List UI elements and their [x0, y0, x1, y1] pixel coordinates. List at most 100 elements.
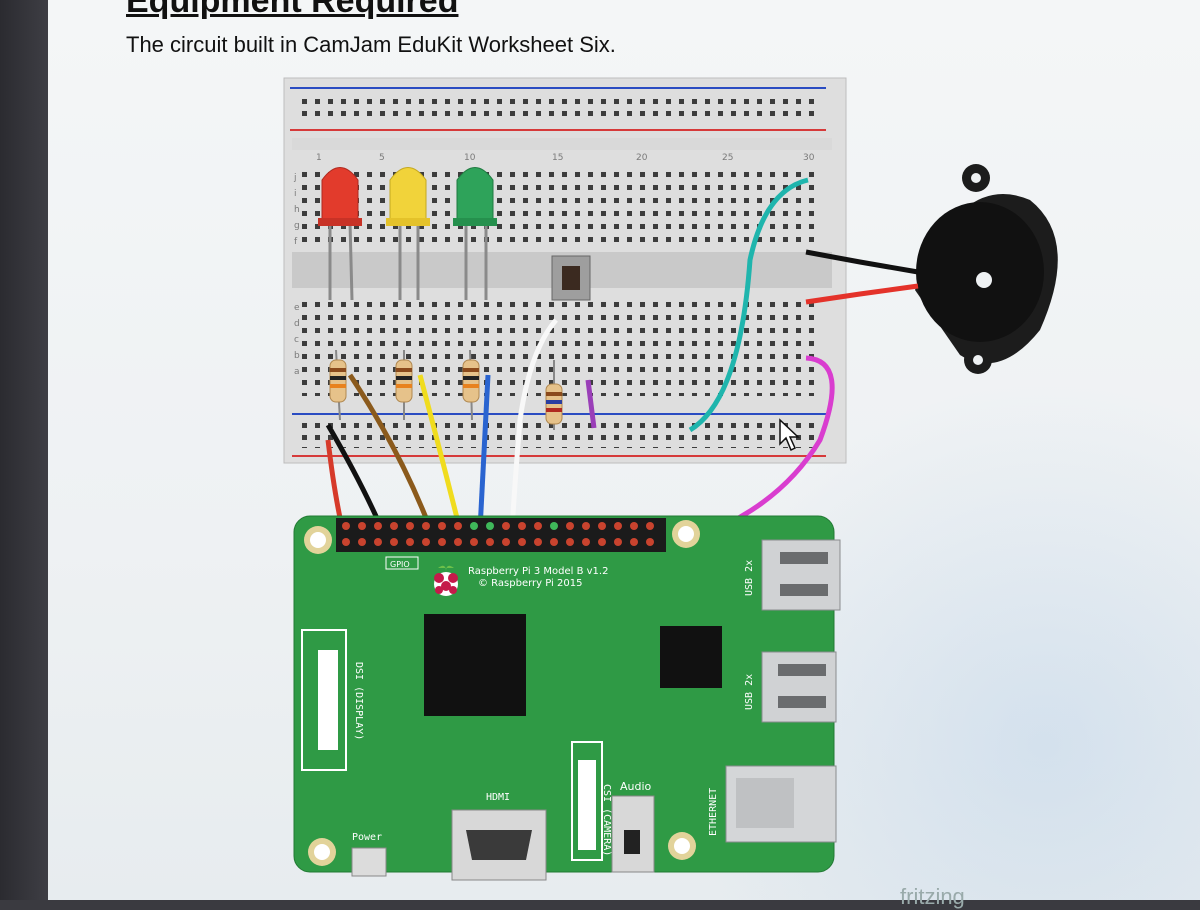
gpio-pin [358, 538, 366, 546]
terminal-holes-bottom [300, 296, 820, 396]
gpio-pin [534, 522, 542, 530]
wire-blue [477, 374, 491, 531]
mouse-cursor-icon [779, 418, 800, 452]
fritzing-watermark: fritzing [900, 884, 965, 909]
gpio-pin [550, 522, 558, 530]
ethernet-port [725, 765, 837, 843]
usb-port-top [761, 539, 841, 611]
terminal-holes-top [300, 170, 820, 248]
gpio-pin [582, 538, 590, 546]
gpio-pin [614, 522, 622, 530]
power-label: Power [352, 832, 382, 843]
wire-yellow [417, 374, 463, 531]
gpio-pin [374, 538, 382, 546]
soc-chip [424, 614, 526, 716]
csi-connector [571, 741, 603, 861]
gpio-pin [454, 522, 462, 530]
column-number: 10 [464, 153, 476, 163]
column-number: 15 [552, 153, 563, 163]
column-number: 5 [379, 153, 385, 163]
gpio-pin [374, 522, 382, 530]
gpio-pin [566, 538, 574, 546]
gpio-pin [470, 522, 478, 530]
row-letter: d [294, 319, 300, 329]
wire-white [509, 318, 558, 531]
row-letter: e [294, 303, 300, 313]
push-button [551, 255, 591, 301]
usb-lan-chip [660, 626, 722, 688]
raspberry-pi-logo [434, 565, 458, 596]
gpio-pin [598, 538, 606, 546]
board-copyright-text: © Raspberry Pi 2015 [478, 578, 582, 589]
row-letter: j [293, 173, 297, 183]
gpio-pin [502, 538, 510, 546]
hdmi-label: HDMI [486, 792, 510, 803]
gpio-pin [406, 522, 414, 530]
gpio-pin [342, 522, 350, 530]
gpio-pin [486, 522, 494, 530]
usb-port-bottom [761, 651, 837, 723]
power-rail-holes-top [300, 92, 820, 116]
gpio-pin [646, 522, 654, 530]
section-heading: Equipment Required [126, 0, 459, 20]
dsi-connector [301, 629, 347, 771]
power-port [351, 847, 387, 877]
row-letter: g [294, 221, 300, 231]
dsi-label: DSI (DISPLAY) [353, 662, 364, 740]
wire-black [325, 423, 383, 527]
board-model-text: Raspberry Pi 3 Model B v1.2 [468, 566, 608, 577]
column-number: 25 [722, 153, 733, 163]
gpio-pin [598, 522, 606, 530]
gpio-pin [534, 538, 542, 546]
gpio-pin [422, 522, 430, 530]
gpio-pin [438, 538, 446, 546]
gpio-pin [582, 522, 590, 530]
gpio-pin [342, 538, 350, 546]
csi-label: CSI (CAMERA) [601, 784, 612, 856]
resistor-4 [545, 360, 563, 430]
led-green [453, 167, 497, 300]
gpio-pin [406, 538, 414, 546]
led-yellow [386, 167, 430, 300]
column-number: 30 [803, 153, 815, 163]
wire-purple-jumper [585, 379, 597, 429]
gpio-pin [438, 522, 446, 530]
row-letter: c [294, 335, 299, 345]
gpio-pin [422, 538, 430, 546]
row-letter: b [294, 351, 300, 361]
row-letter: f [294, 237, 298, 247]
figure-caption: The circuit built in CamJam EduKit Works… [126, 32, 616, 57]
gpio-pin [518, 522, 526, 530]
gpio-pin [518, 538, 526, 546]
gpio-pin [470, 538, 478, 546]
gpio-label: GPIO [390, 560, 410, 569]
wire-brown [347, 373, 433, 529]
row-letter: h [294, 205, 300, 215]
raspberry-pi-board: GPIO Raspberry Pi 3 Model B v1.2 © Raspb… [293, 515, 841, 881]
gpio-pin [390, 522, 398, 530]
led-red [318, 167, 362, 301]
gpio-pin [614, 538, 622, 546]
gpio-pin [358, 522, 366, 530]
gpio-pin [550, 538, 558, 546]
resistor-1 [329, 349, 347, 421]
wire-buzzer-red [805, 283, 919, 305]
gpio-pin [454, 538, 462, 546]
gpio-pin [566, 522, 574, 530]
usb-label-top: USB 2x [744, 560, 755, 596]
resistor-2 [395, 350, 413, 420]
gpio-pin [630, 522, 638, 530]
gpio-pin [390, 538, 398, 546]
ethernet-label: ETHERNET [708, 788, 719, 836]
gpio-pin [646, 538, 654, 546]
usb-label-bottom: USB 2x [744, 674, 755, 710]
hdmi-port [451, 809, 547, 881]
audio-jack [611, 795, 655, 873]
row-letter: i [294, 189, 297, 199]
row-letter: a [294, 367, 300, 377]
gpio-pin [486, 538, 494, 546]
buzzer [915, 164, 1058, 374]
gpio-pin [502, 522, 510, 530]
wire-teal [688, 177, 809, 433]
